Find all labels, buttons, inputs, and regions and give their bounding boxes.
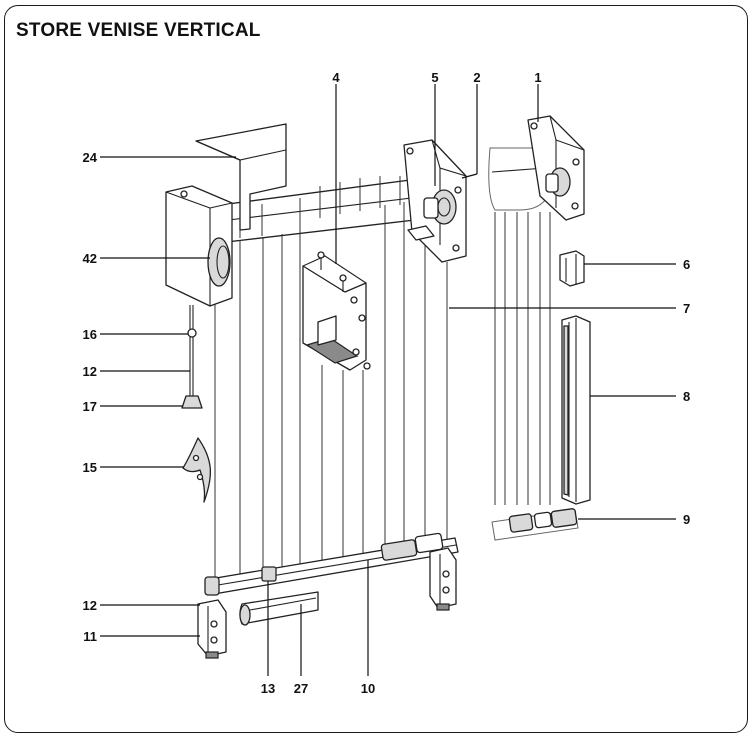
callout-42: 42 (83, 251, 97, 266)
callout-12-bottom: 12 (83, 598, 97, 613)
control-cord-12 (181, 305, 203, 409)
weight-pocket-8 (561, 315, 591, 505)
callout-2: 2 (473, 70, 480, 85)
clip-6 (559, 250, 585, 287)
cord-stop-bead-16 (187, 328, 197, 338)
bottom-connector-9 (491, 508, 579, 541)
callout-8: 8 (683, 389, 690, 404)
bottom-rail-10 (209, 532, 459, 595)
callout-12-top: 12 (83, 364, 97, 379)
bracket-1 (527, 115, 585, 221)
callout-labels: 4 5 2 1 24 42 16 12 17 15 12 11 6 7 8 9 … (83, 70, 691, 696)
bottom-bracket-right (429, 547, 457, 611)
vertical-louvres (214, 200, 448, 580)
cord-cleat-15 (182, 437, 212, 503)
bottom-bracket-11 (197, 576, 227, 659)
callout-27: 27 (294, 681, 308, 696)
callout-24: 24 (83, 150, 98, 165)
right-end-bracket-2 (403, 139, 467, 263)
stop-clip-13 (261, 566, 277, 582)
callout-5: 5 (431, 70, 438, 85)
callout-16: 16 (83, 327, 97, 342)
callout-17: 17 (83, 399, 97, 414)
callout-4: 4 (332, 70, 340, 85)
callout-7: 7 (683, 301, 690, 316)
callout-13: 13 (261, 681, 275, 696)
callout-1: 1 (534, 70, 541, 85)
weight-bar-27 (239, 591, 319, 626)
callout-11: 11 (83, 629, 97, 644)
left-end-bracket-42 (165, 185, 233, 307)
callout-15: 15 (83, 460, 97, 475)
callout-6: 6 (683, 257, 690, 272)
top-roller-tube (203, 176, 433, 244)
cord-weight-17 (181, 395, 203, 409)
callout-10: 10 (361, 681, 375, 696)
callout-9: 9 (683, 512, 690, 527)
diagram-title: STORE VENISE VERTICAL (16, 20, 261, 41)
leader-lines (100, 84, 676, 676)
headrail-cover-24 (195, 123, 287, 231)
carrier-bracket-4 (302, 251, 371, 371)
diagram-frame (4, 5, 748, 733)
detached-headrail-view (488, 147, 551, 505)
